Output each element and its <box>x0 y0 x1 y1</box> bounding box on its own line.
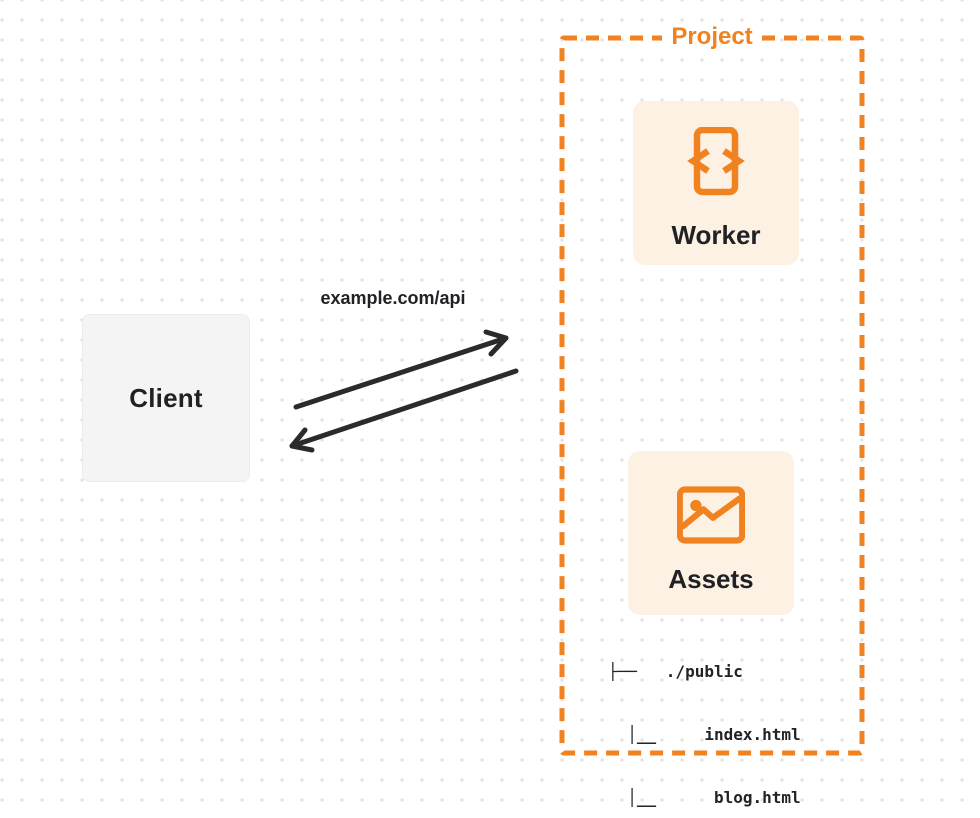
response-arrow <box>289 368 519 453</box>
file-tree: ├── ./public │__ index.html │__ blog.htm… <box>608 619 801 818</box>
worker-label: Worker <box>671 220 761 250</box>
request-url-label: example.com/api <box>320 288 466 308</box>
image-icon <box>677 484 745 546</box>
response-arrowhead-icon <box>289 427 315 453</box>
client-node[interactable]: Client <box>82 314 250 482</box>
file-tree-item: │__ blog.html <box>608 788 801 807</box>
request-arrowhead-icon <box>483 329 509 357</box>
code-document-icon <box>680 124 752 202</box>
file-tree-root: ├── ./public <box>608 662 743 681</box>
worker-node[interactable]: Worker <box>633 101 799 265</box>
assets-node[interactable]: Assets <box>628 451 794 615</box>
assets-label: Assets <box>668 564 754 594</box>
request-arrow <box>293 329 509 410</box>
client-label: Client <box>129 382 203 413</box>
file-tree-item: │__ index.html <box>608 725 801 744</box>
